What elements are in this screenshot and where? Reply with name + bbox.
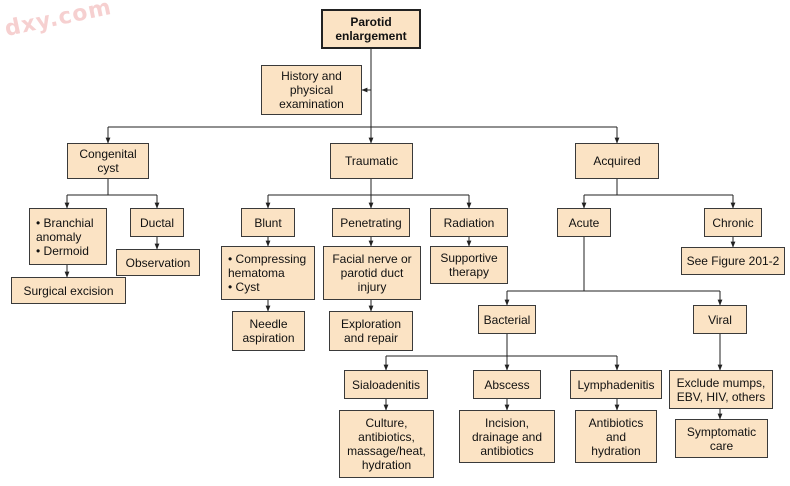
node-observation: Observation <box>116 249 200 276</box>
node-lymphadenitis: Lymphadenitis <box>570 370 662 399</box>
node-exclude-mumps: Exclude mumps, EBV, HIV, others <box>669 370 773 409</box>
node-supportive-therapy: Supportive therapy <box>430 246 508 284</box>
node-blunt: Blunt <box>241 208 295 237</box>
node-needle-aspiration: Needle aspiration <box>232 311 305 351</box>
node-viral: Viral <box>693 305 747 334</box>
node-symptomatic-care: Symptomatic care <box>675 419 768 458</box>
node-traumatic: Traumatic <box>330 143 413 179</box>
node-sialoadenitis: Sialoadenitis <box>344 370 428 399</box>
node-chronic: Chronic <box>704 208 762 237</box>
node-culture-antibiotics: Culture, antibiotics, massage/heat, hydr… <box>339 410 434 478</box>
node-acute: Acute <box>557 208 611 237</box>
node-history-exam: History and physical examination <box>261 65 362 115</box>
node-radiation: Radiation <box>430 208 508 237</box>
node-bacterial: Bacterial <box>478 305 536 334</box>
node-compressing-hematoma-cyst: • Compressing hematoma • Cyst <box>221 246 315 300</box>
node-abscess: Abscess <box>473 370 541 399</box>
node-incision-drainage: Incision, drainage and antibiotics <box>459 410 555 463</box>
node-surgical-excision: Surgical excision <box>11 277 126 304</box>
node-parotid-enlargement: Parotid enlargement <box>321 9 421 49</box>
node-branchial-dermoid: • Branchial anomaly • Dermoid <box>29 208 107 265</box>
node-exploration-repair: Exploration and repair <box>329 311 413 351</box>
node-facial-nerve-injury: Facial nerve or parotid duct injury <box>323 246 421 300</box>
node-penetrating: Penetrating <box>332 208 410 237</box>
node-antibiotics-hydration: Antibiotics and hydration <box>575 410 657 463</box>
node-ductal: Ductal <box>130 208 184 237</box>
node-acquired: Acquired <box>575 143 659 179</box>
node-see-figure: See Figure 201-2 <box>681 247 785 275</box>
node-congenital-cyst: Congenital cyst <box>67 143 149 179</box>
